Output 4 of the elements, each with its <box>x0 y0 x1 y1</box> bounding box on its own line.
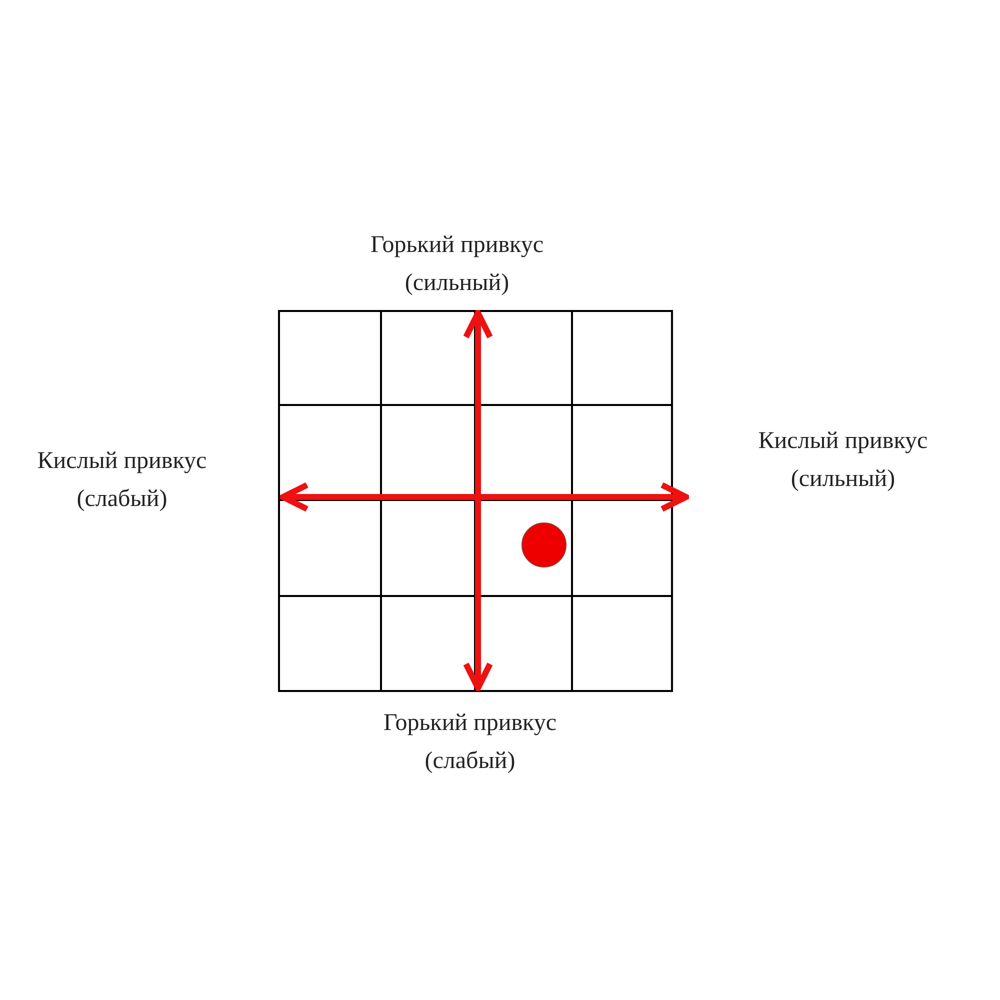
axis-label: Горький привкус (слабый) <box>382 709 558 776</box>
axis-label: Кислый привкус (сильный) <box>757 427 929 494</box>
axis-label: Кислый привкус (слабый) <box>36 447 208 514</box>
axis-label: Горький привкус (сильный) <box>369 231 545 298</box>
